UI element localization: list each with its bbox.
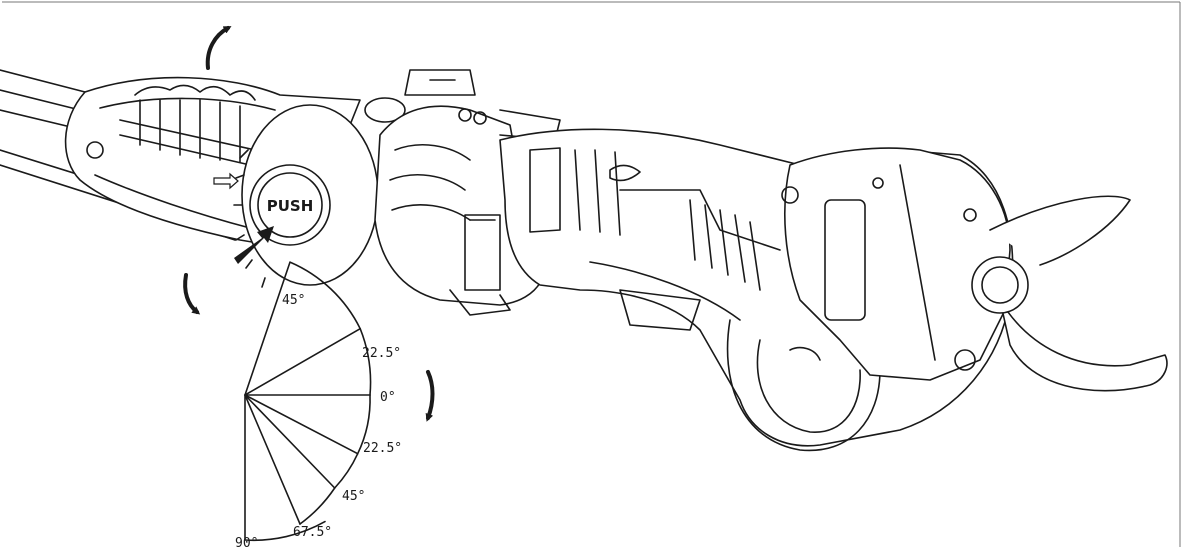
handle-hole <box>86 141 104 159</box>
angle-scale <box>244 261 372 542</box>
push-button <box>249 164 331 246</box>
angle-label-22-5-bottom: 22.5° <box>363 441 402 456</box>
direction-hint-arrow-icon <box>213 172 239 190</box>
rotation-knob <box>233 97 406 288</box>
extension-pole <box>0 69 241 241</box>
side-clip <box>464 214 501 291</box>
angle-label-0: 0° <box>380 390 396 405</box>
angle-label-22-5-top: 22.5° <box>362 346 401 361</box>
body-vent <box>609 164 641 182</box>
rotate-arrow-down-icon <box>183 273 201 315</box>
push-button-label: PUSH <box>267 197 314 215</box>
trigger-guard <box>619 289 701 331</box>
pivot-bolt <box>971 256 1029 314</box>
angle-label-90: 90° <box>235 536 258 549</box>
rotate-arrow-up-icon <box>205 26 232 70</box>
top-latch <box>404 69 476 96</box>
head-housing <box>781 147 1011 381</box>
angle-label-67-5: 67.5° <box>293 525 332 540</box>
angle-label-45-bottom: 45° <box>342 489 365 504</box>
display-panel <box>824 199 866 321</box>
tilt-arrow-icon <box>425 370 435 422</box>
push-arrow-icon <box>234 226 274 264</box>
cutting-blades <box>971 195 1168 392</box>
angle-label-45-top: 45° <box>282 293 305 308</box>
